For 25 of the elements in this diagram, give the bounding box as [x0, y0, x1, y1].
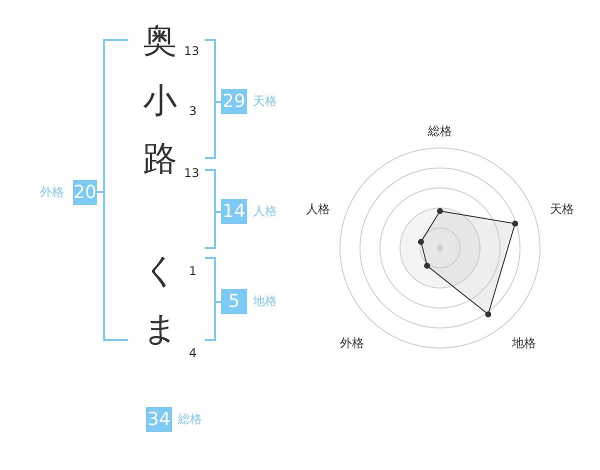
- score-label: 人格: [253, 205, 277, 217]
- stroke-count: 4: [189, 347, 197, 359]
- stroke-count: 13: [184, 167, 200, 179]
- score-label: 天格: [253, 95, 277, 107]
- score-box: 14: [221, 199, 247, 224]
- stroke-count: 13: [184, 45, 200, 57]
- score-box: 34: [146, 407, 172, 432]
- name-character: く: [143, 254, 178, 288]
- axis-label: 天格: [550, 203, 574, 215]
- score-box: 29: [221, 89, 247, 114]
- name-character: ま: [143, 312, 178, 346]
- axis-label: 外格: [340, 337, 364, 349]
- name-character: 路: [143, 142, 177, 176]
- axis-label: 人格: [306, 203, 330, 215]
- axis-label: 地格: [512, 337, 536, 349]
- name-character: 奥: [143, 24, 177, 58]
- name-character: 小: [143, 84, 177, 118]
- stroke-count: 3: [189, 105, 197, 117]
- stroke-count: 1: [189, 265, 197, 277]
- score-label: 総格: [178, 413, 202, 425]
- score-box: 20: [73, 180, 97, 205]
- score-box: 5: [221, 289, 247, 314]
- score-label: 地格: [253, 295, 277, 307]
- score-label: 外格: [40, 186, 64, 198]
- axis-label: 総格: [428, 125, 452, 137]
